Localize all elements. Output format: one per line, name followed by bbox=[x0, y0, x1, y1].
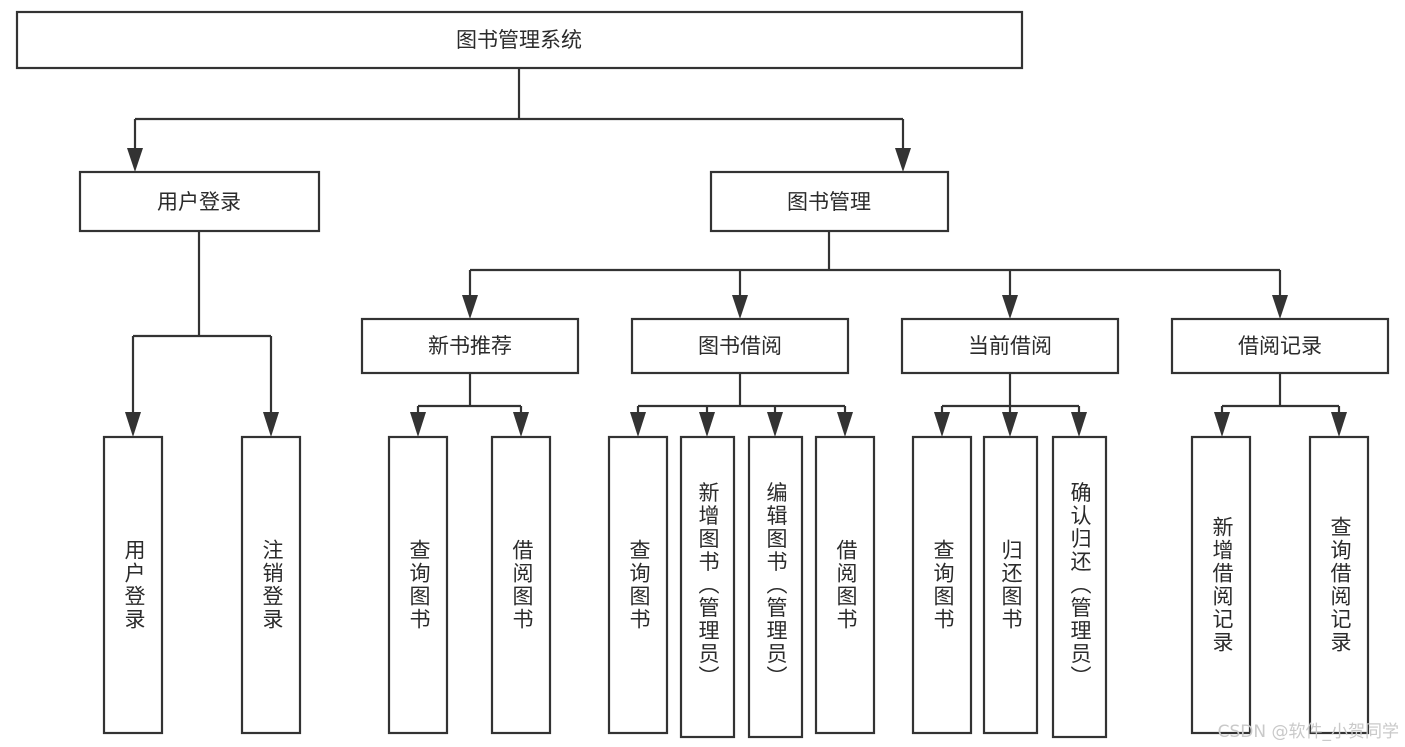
node-book-borrow-box[interactable] bbox=[630, 317, 850, 375]
node-leaf-user-login[interactable]: 用户登录 bbox=[102, 435, 164, 735]
node-leaf-confirm-return-label: 确认归还（管理员） bbox=[1068, 482, 1092, 689]
node-leaf-query-book-3[interactable]: 查询图书 bbox=[911, 435, 973, 735]
connectors-borrow-record-to-leaves bbox=[1214, 373, 1347, 437]
node-leaf-add-book[interactable]: 新增图书（管理员） bbox=[679, 435, 736, 739]
arrow-leaf-query-record bbox=[1331, 412, 1347, 437]
node-book-manage[interactable]: 图书管理 bbox=[709, 170, 950, 233]
node-leaf-query-book-1[interactable]: 查询图书 bbox=[387, 435, 449, 735]
node-user-login[interactable]: 用户登录 bbox=[78, 170, 321, 233]
connectors-user-login-to-leaves bbox=[125, 231, 279, 437]
node-leaf-edit-book-label: 编辑图书（管理员） bbox=[764, 482, 788, 689]
node-leaf-query-book-2[interactable]: 查询图书 bbox=[607, 435, 669, 735]
node-leaf-query-book-2-box[interactable] bbox=[607, 435, 669, 735]
node-book-manage-box[interactable] bbox=[709, 170, 950, 233]
node-leaf-query-book-3-label: 查询图书 bbox=[931, 539, 955, 631]
connectors-new-book-rec-to-leaves bbox=[410, 373, 529, 437]
connectors-book-borrow-to-leaves bbox=[630, 373, 853, 437]
arrow-to-user-login bbox=[127, 148, 143, 172]
node-book-borrow-label: 图书借阅 bbox=[698, 334, 782, 358]
arrow-leaf-add-record bbox=[1214, 412, 1230, 437]
node-leaf-query-book-1-label: 查询图书 bbox=[407, 539, 431, 631]
node-leaf-user-login-box[interactable] bbox=[102, 435, 164, 735]
node-leaf-query-record-label: 查询借阅记录 bbox=[1328, 516, 1352, 654]
node-leaf-add-record-label: 新增借阅记录 bbox=[1210, 516, 1234, 654]
node-leaf-borrow-book-2-label: 借阅图书 bbox=[834, 539, 858, 631]
node-leaf-edit-book-box[interactable] bbox=[747, 435, 804, 739]
node-leaf-user-logout[interactable]: 注销登录 bbox=[240, 435, 302, 735]
arrow-to-borrow-record bbox=[1272, 295, 1288, 319]
node-leaf-query-record-box[interactable] bbox=[1308, 435, 1370, 735]
node-leaf-confirm-return-box[interactable] bbox=[1051, 435, 1108, 739]
node-leaf-edit-book[interactable]: 编辑图书（管理员） bbox=[747, 435, 804, 739]
node-book-manage-label: 图书管理 bbox=[787, 190, 871, 214]
arrow-leaf-query-book-2 bbox=[630, 412, 646, 437]
node-borrow-record-label: 借阅记录 bbox=[1238, 334, 1322, 358]
arrow-to-book-borrow bbox=[732, 295, 748, 319]
arrow-leaf-return-book bbox=[1002, 412, 1018, 437]
arrow-leaf-user-logout bbox=[263, 412, 279, 437]
node-current-borrow-box[interactable] bbox=[900, 317, 1120, 375]
arrow-leaf-borrow-book-2 bbox=[837, 412, 853, 437]
node-leaf-return-book[interactable]: 归还图书 bbox=[982, 435, 1039, 735]
connectors-current-borrow-to-leaves bbox=[934, 373, 1087, 437]
node-user-login-label: 用户登录 bbox=[157, 190, 241, 214]
node-leaf-query-record[interactable]: 查询借阅记录 bbox=[1308, 435, 1370, 735]
arrow-to-current-borrow bbox=[1002, 295, 1018, 319]
arrow-to-new-book-rec bbox=[462, 295, 478, 319]
arrow-leaf-query-book-3 bbox=[934, 412, 950, 437]
node-leaf-query-book-1-box[interactable] bbox=[387, 435, 449, 735]
node-leaf-add-book-box[interactable] bbox=[679, 435, 736, 739]
node-book-borrow[interactable]: 图书借阅 bbox=[630, 317, 850, 375]
connectors-root-to-level2 bbox=[127, 68, 911, 172]
node-leaf-borrow-book-2[interactable]: 借阅图书 bbox=[814, 435, 876, 735]
arrow-leaf-confirm-return bbox=[1071, 412, 1087, 437]
node-borrow-record-box[interactable] bbox=[1170, 317, 1390, 375]
arrow-to-book-manage bbox=[895, 148, 911, 172]
node-leaf-add-book-label: 新增图书（管理员） bbox=[696, 482, 720, 689]
node-leaf-return-book-box[interactable] bbox=[982, 435, 1039, 735]
arrow-leaf-edit-book bbox=[767, 412, 783, 437]
node-leaf-user-logout-label: 注销登录 bbox=[260, 539, 284, 631]
node-new-book-rec[interactable]: 新书推荐 bbox=[360, 317, 580, 375]
arrow-leaf-user-login bbox=[125, 412, 141, 437]
node-new-book-rec-box[interactable] bbox=[360, 317, 580, 375]
node-leaf-borrow-book-1[interactable]: 借阅图书 bbox=[490, 435, 552, 735]
node-root[interactable]: 图书管理系统 bbox=[15, 10, 1024, 70]
node-leaf-borrow-book-1-box[interactable] bbox=[490, 435, 552, 735]
node-leaf-return-book-label: 归还图书 bbox=[999, 539, 1023, 631]
node-leaf-query-book-2-label: 查询图书 bbox=[627, 539, 651, 631]
node-user-login-box[interactable] bbox=[78, 170, 321, 233]
node-leaf-borrow-book-2-box[interactable] bbox=[814, 435, 876, 735]
node-leaf-query-book-3-box[interactable] bbox=[911, 435, 973, 735]
arrow-leaf-borrow-book-1 bbox=[513, 412, 529, 437]
node-leaf-confirm-return[interactable]: 确认归还（管理员） bbox=[1051, 435, 1108, 739]
arrow-leaf-query-book-1 bbox=[410, 412, 426, 437]
arrow-leaf-add-book bbox=[699, 412, 715, 437]
node-leaf-user-login-label: 用户登录 bbox=[122, 539, 146, 631]
node-root-box[interactable] bbox=[15, 10, 1024, 70]
node-borrow-record[interactable]: 借阅记录 bbox=[1170, 317, 1390, 375]
connectors-book-manage-to-level3 bbox=[462, 231, 1288, 319]
node-leaf-add-record[interactable]: 新增借阅记录 bbox=[1190, 435, 1252, 735]
node-current-borrow[interactable]: 当前借阅 bbox=[900, 317, 1120, 375]
node-leaf-add-record-box[interactable] bbox=[1190, 435, 1252, 735]
node-root-label: 图书管理系统 bbox=[456, 28, 582, 52]
node-current-borrow-label: 当前借阅 bbox=[968, 334, 1052, 358]
node-new-book-rec-label: 新书推荐 bbox=[428, 334, 512, 358]
node-leaf-user-logout-box[interactable] bbox=[240, 435, 302, 735]
node-leaf-borrow-book-1-label: 借阅图书 bbox=[510, 539, 534, 631]
